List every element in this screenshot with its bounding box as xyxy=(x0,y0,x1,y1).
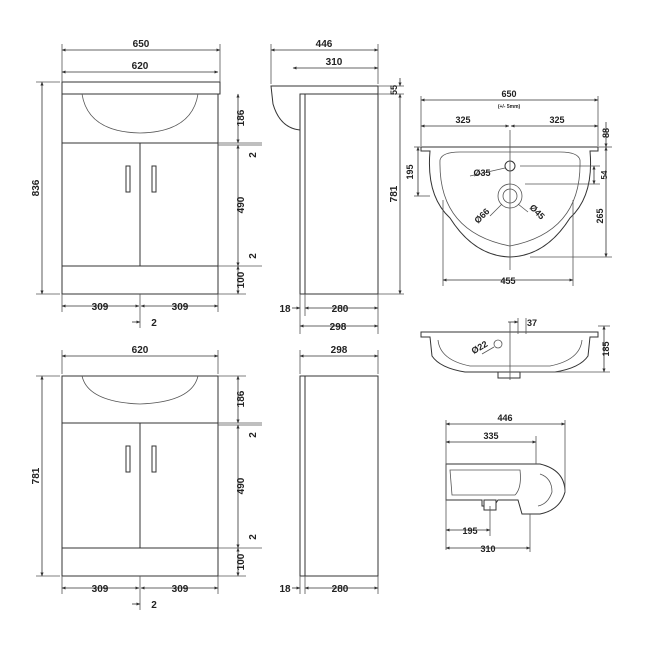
dim-door-right: 309 xyxy=(172,302,189,313)
basin-side-outline xyxy=(445,463,566,515)
dim-gap-upper-2: 2 xyxy=(248,432,259,438)
dim-section-height: 185 xyxy=(601,341,611,356)
dim-door-gap: 2 xyxy=(151,318,157,329)
basin-plan: 650 (+/- 5mm) 325 325 195 88 54 265 Ø35 … xyxy=(405,89,612,286)
dim-door-height: 490 xyxy=(236,196,247,213)
dim-bowl-width: 455 xyxy=(500,276,515,286)
dim-height-2: 781 xyxy=(31,467,42,484)
basin-side-profile: 446 335 195 310 xyxy=(445,413,566,554)
door-handle-left-2 xyxy=(125,445,131,473)
dim-basin-height-2: 186 xyxy=(236,390,247,407)
dim-depth-basin: 310 xyxy=(326,57,343,68)
dim-back: 18 xyxy=(279,304,291,315)
basin-side-lip xyxy=(537,473,553,507)
dim-top-depth: 88 xyxy=(601,128,611,138)
dim-height: 781 xyxy=(389,185,400,202)
basin-top-outline xyxy=(61,81,221,95)
dim-plan-tolerance: (+/- 5mm) xyxy=(498,104,521,110)
dim-door-height-2: 490 xyxy=(236,477,247,494)
dim-door-left: 309 xyxy=(92,302,109,313)
side-back-panel xyxy=(299,93,306,295)
dim-section-tap: 37 xyxy=(527,318,537,328)
dim-depth-2: 298 xyxy=(331,345,348,356)
dim-bowl-depth: 265 xyxy=(595,208,605,223)
dim-tap-to-waste: 54 xyxy=(600,170,609,179)
section-overflow xyxy=(493,339,503,349)
dim-plinth-height-2: 100 xyxy=(236,553,247,570)
basin-bowl-outline-2 xyxy=(81,375,199,405)
basin-bowl-outline xyxy=(81,93,199,134)
dim-gap-lower: 2 xyxy=(248,253,259,259)
basin-bowl-inner xyxy=(439,151,581,247)
dim-door-gap-2: 2 xyxy=(151,600,157,611)
dim-gap-upper: 2 xyxy=(248,152,259,158)
side-carcass xyxy=(299,93,379,295)
front-elevation-top: 650 620 836 186 2 490 2 100 309 309 2 xyxy=(31,39,262,329)
dim-side-overall: 446 xyxy=(497,413,512,423)
dim-width-2: 620 xyxy=(132,345,149,356)
side-elevation-bottom: 298 18 280 xyxy=(279,345,379,595)
dim-plinth-height: 100 xyxy=(236,271,247,288)
dim-total: 298 xyxy=(330,322,347,333)
dim-carcass: 280 xyxy=(332,304,349,315)
door-handle-left xyxy=(125,165,131,193)
dim-side-inner: 335 xyxy=(483,431,498,441)
dim-plan-half-right: 325 xyxy=(549,115,564,125)
dim-height-overall: 836 xyxy=(31,179,42,196)
dim-width-overall: 650 xyxy=(133,39,150,50)
door-handle-right-2 xyxy=(151,445,157,473)
side-back-panel-2 xyxy=(299,375,306,577)
dim-gap-lower-2: 2 xyxy=(248,534,259,540)
dim-back-2: 18 xyxy=(279,584,291,595)
dim-door-left-2: 309 xyxy=(92,584,109,595)
dim-carcass-2: 280 xyxy=(332,584,349,595)
dim-side-waste: 195 xyxy=(462,526,477,536)
dim-rim: 55 xyxy=(389,85,399,95)
basin-side-inner xyxy=(449,469,521,496)
dim-width-cabinet: 620 xyxy=(132,61,149,72)
section-waste xyxy=(497,371,521,379)
dim-basin-height: 186 xyxy=(236,109,247,126)
dim-tap-distance: 195 xyxy=(405,164,415,179)
basin-section: 37 Ø22 185 xyxy=(420,318,611,380)
dim-door-right-2: 309 xyxy=(172,584,189,595)
front-elevation-bottom: 620 781 186 2 490 2 100 309 309 2 xyxy=(31,345,262,611)
label-tap-hole: Ø35 xyxy=(473,168,490,178)
side-carcass-2 xyxy=(299,375,379,577)
dim-plan-width: 650 xyxy=(501,89,516,99)
dim-plan-half-left: 325 xyxy=(455,115,470,125)
side-elevation-top: 446 310 55 781 18 280 298 xyxy=(270,39,404,334)
dim-depth-overall: 446 xyxy=(316,39,333,50)
door-handle-right xyxy=(151,165,157,193)
dim-side-back: 310 xyxy=(480,544,495,554)
